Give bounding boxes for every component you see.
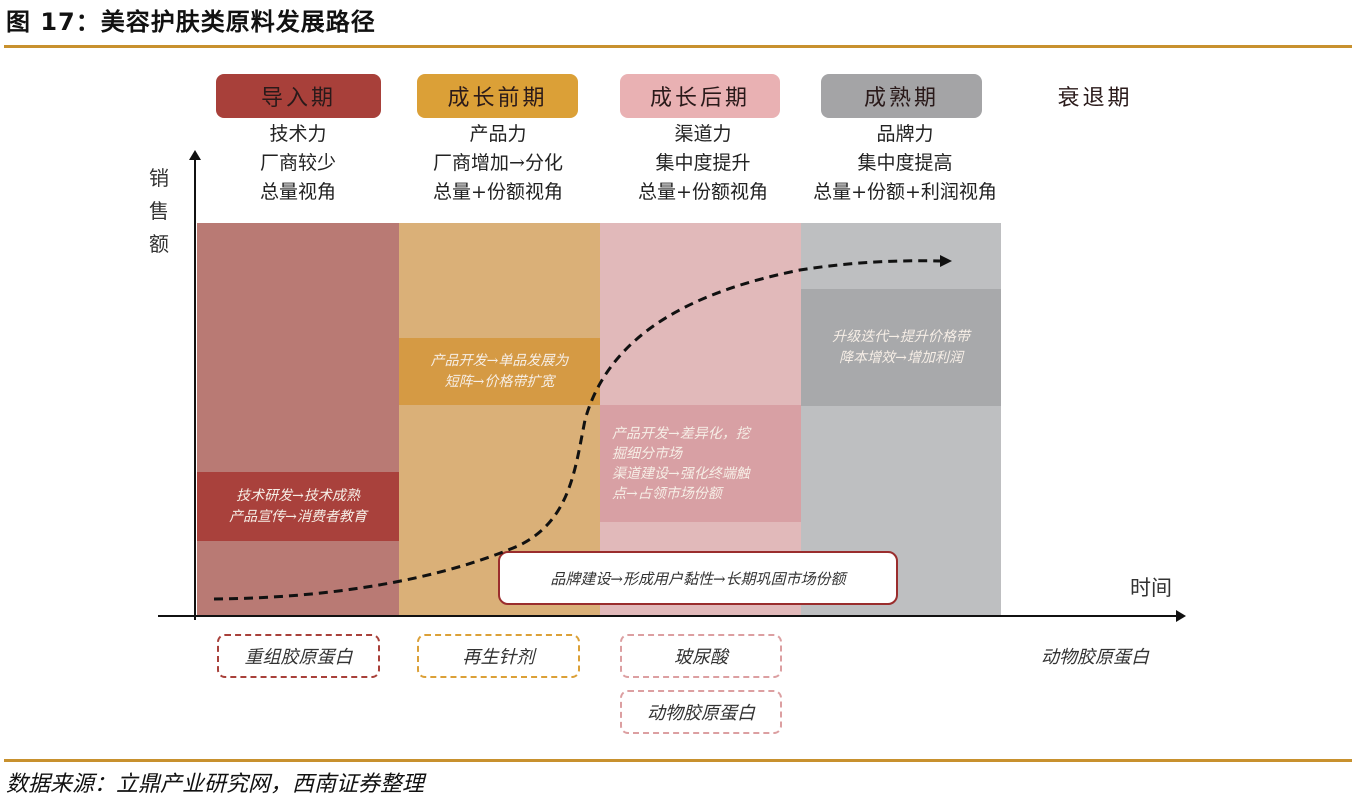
strategy-line: 点→占领市场份额 — [612, 485, 722, 502]
y-axis-arrow-icon — [189, 150, 201, 160]
strategy-line: 技术研发→技术成熟 — [236, 487, 360, 504]
desc-line: 总量视角 — [259, 181, 336, 203]
phase-pill-mature: 成熟期 — [821, 74, 982, 118]
phase-pill-late-growth: 成长后期 — [620, 74, 780, 118]
material-intro-recombinant-collagen: 重组胶原蛋白 — [217, 634, 380, 678]
phase-desc-late-growth: 渠道力 集中度提升 总量+份额视角 — [583, 120, 823, 207]
desc-line: 总量+份额视角 — [433, 181, 563, 203]
material-late-growth-animal-collagen: 动物胶原蛋白 — [620, 690, 782, 734]
desc-line: 集中度提高 — [857, 152, 953, 174]
desc-line: 厂商较少 — [259, 152, 336, 174]
x-axis — [158, 615, 1178, 617]
brand-building-box: 品牌建设→形成用户黏性→长期巩固市场份额 — [498, 551, 898, 605]
band-intro — [197, 223, 399, 615]
strategy-box-late-growth: 产品开发→差异化，挖 掘细分市场 渠道建设→强化终端触 点→占领市场份额 — [600, 405, 801, 522]
strategy-line: 渠道建设→强化终端触 — [612, 465, 750, 482]
desc-line: 产品力 — [469, 123, 527, 145]
desc-line: 技术力 — [269, 123, 327, 145]
strategy-box-mature: 升级迭代→提升价格带 降本增效→增加利润 — [801, 289, 1001, 406]
y-axis — [194, 156, 196, 620]
y-label-char: 售 — [149, 199, 169, 223]
phase-desc-early-growth: 产品力 厂商增加→分化 总量+份额视角 — [378, 120, 618, 207]
x-axis-label: 时间 — [1130, 576, 1172, 600]
phase-pill-early-growth: 成长前期 — [417, 74, 578, 118]
y-label-char: 额 — [149, 232, 169, 256]
desc-line: 集中度提升 — [655, 152, 751, 174]
y-axis-label: 销 售 额 — [144, 162, 174, 261]
bottom-divider — [4, 759, 1352, 762]
strategy-line: 产品开发→单品发展为 — [430, 352, 569, 369]
figure-title: 图 17：美容护肤类原料发展路径 — [6, 8, 376, 36]
strategy-line: 短阵→价格带扩宽 — [444, 373, 555, 390]
material-decline-animal-collagen: 动物胶原蛋白 — [1041, 647, 1149, 668]
desc-line: 总量+份额视角 — [638, 181, 768, 203]
y-label-char: 销 — [149, 166, 169, 190]
desc-line: 品牌力 — [876, 123, 934, 145]
desc-line: 厂商增加→分化 — [433, 152, 563, 174]
top-divider — [4, 45, 1352, 48]
strategy-line: 产品开发→差异化，挖 — [612, 425, 750, 442]
desc-line: 渠道力 — [674, 123, 732, 145]
material-late-growth-hyaluronic-acid: 玻尿酸 — [620, 634, 782, 678]
phase-pill-intro: 导入期 — [216, 74, 381, 118]
material-early-growth-regenerative-injection: 再生针剂 — [417, 634, 580, 678]
phase-pill-decline: 衰退期 — [1057, 86, 1133, 111]
x-axis-arrow-icon — [1176, 610, 1186, 622]
strategy-line: 升级迭代→提升价格带 — [832, 328, 970, 345]
strategy-box-intro: 技术研发→技术成熟 产品宣传→消费者教育 — [197, 472, 399, 541]
strategy-line: 降本增效→增加利润 — [839, 349, 963, 366]
strategy-line: 产品宣传→消费者教育 — [229, 508, 367, 525]
phase-desc-mature: 品牌力 集中度提高 总量+份额+利润视角 — [785, 120, 1025, 207]
data-source-note: 数据来源：立鼎产业研究网，西南证券整理 — [6, 772, 425, 797]
strategy-line: 掘细分市场 — [612, 445, 682, 462]
desc-line: 总量+份额+利润视角 — [813, 181, 997, 203]
strategy-box-early-growth: 产品开发→单品发展为 短阵→价格带扩宽 — [399, 338, 600, 405]
phase-desc-intro: 技术力 厂商较少 总量视角 — [178, 120, 418, 207]
